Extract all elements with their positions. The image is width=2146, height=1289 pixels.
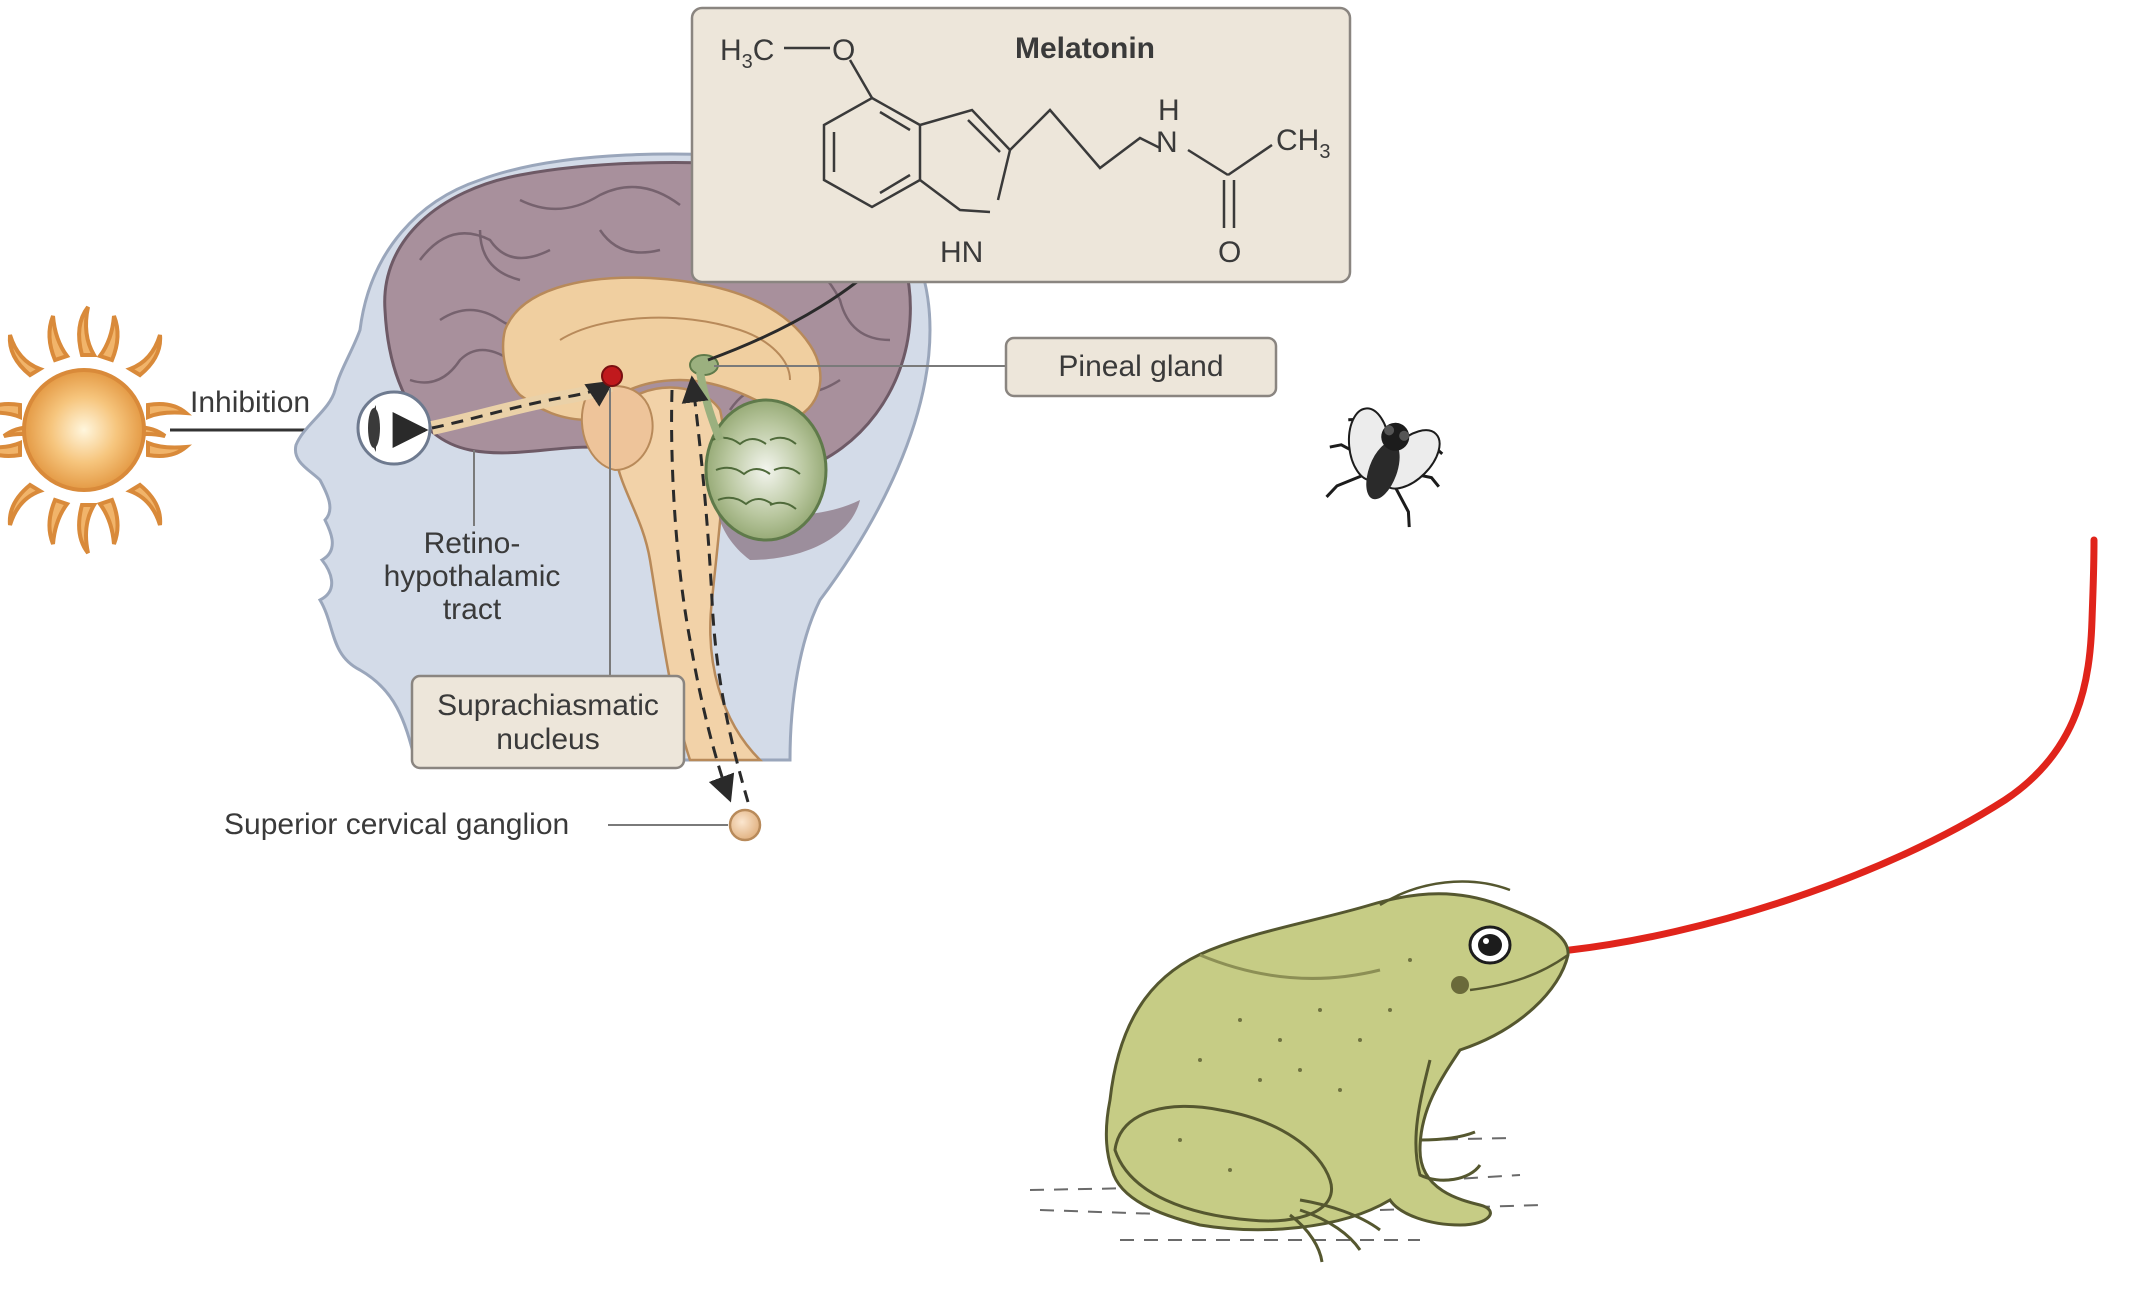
- fly-icon: [1325, 407, 1444, 528]
- ch3-subscript: 3: [1319, 141, 1330, 163]
- retino-label-line3: tract: [443, 593, 502, 626]
- scn-callout: Suprachiasmatic nucleus: [410, 674, 686, 770]
- amine-h-label: H: [1158, 94, 1180, 127]
- melatonin-title: Melatonin: [1015, 32, 1155, 65]
- melatonin-molecule: [784, 46, 1273, 228]
- frog-icon: [1029, 880, 1570, 1263]
- cerebellum: [704, 398, 828, 542]
- inhibition-label: Inhibition: [190, 386, 310, 419]
- melatonin-structure-box: Melatonin H3C O H: [690, 6, 1352, 284]
- retino-label-line2: hypothalamic: [384, 560, 561, 593]
- scn-label-line1: Suprachiasmatic: [437, 689, 659, 722]
- svg-text:H3C: H3C: [720, 34, 774, 73]
- oxygen-top-label: O: [832, 34, 855, 67]
- amine-n-label: N: [1156, 126, 1178, 159]
- suprachiasmatic-nucleus-dot: [601, 365, 623, 387]
- scn-label-line2: nucleus: [496, 723, 599, 756]
- ch3-ch: CH: [1276, 124, 1319, 157]
- h3c-subscript: 3: [742, 51, 753, 73]
- pineal-gland-callout: Pineal gland: [1004, 336, 1278, 398]
- retino-label-line1: Retino-: [424, 527, 521, 560]
- sympathetic-pathway-down: [670, 389, 735, 803]
- sun-icon: [0, 305, 193, 555]
- tongue-line: [1566, 536, 2098, 954]
- eye-icon: [356, 390, 432, 466]
- indole-hn-label: HN: [940, 236, 983, 269]
- sympathetic-pathway-up: [681, 375, 750, 803]
- ganglion-icon: [728, 808, 762, 842]
- ganglion-label: Superior cervical ganglion: [224, 808, 569, 841]
- carbonyl-o-label: O: [1218, 236, 1241, 269]
- h3c-h: H: [720, 34, 742, 67]
- svg-text:CH3: CH3: [1276, 124, 1330, 163]
- pineal-gland-label: Pineal gland: [1058, 350, 1223, 383]
- h3c-c: C: [753, 34, 775, 67]
